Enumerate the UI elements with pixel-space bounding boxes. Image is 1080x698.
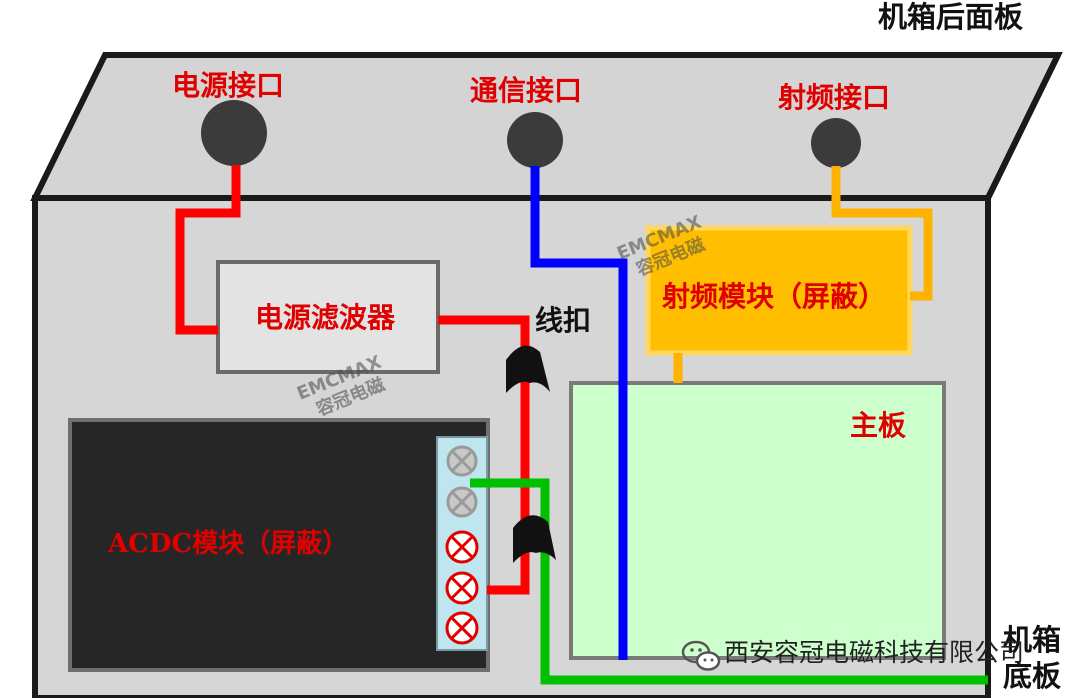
bottom-panel-label-line1: 机箱 bbox=[1003, 623, 1061, 657]
power-port-label: 电源接口 bbox=[172, 69, 284, 102]
comm-wire bbox=[530, 166, 628, 660]
power-wire-port-to-filter bbox=[175, 165, 241, 335]
terminal-screw-grey bbox=[446, 445, 478, 477]
comm-port-connector bbox=[507, 112, 563, 168]
main-board-label: 主板 bbox=[850, 409, 906, 442]
cable-clip-upper bbox=[506, 345, 550, 393]
rf-port-label: 射频接口 bbox=[777, 81, 890, 114]
terminal-screw-grey bbox=[446, 486, 478, 518]
comm-port-label: 通信接口 bbox=[470, 74, 582, 107]
terminal-screw-red bbox=[445, 530, 479, 564]
cable-clip-lower bbox=[513, 515, 556, 563]
ground-wire bbox=[470, 478, 988, 685]
rf-module-box bbox=[645, 225, 913, 356]
terminal-screw-red bbox=[445, 571, 479, 605]
power-port-connector bbox=[201, 100, 267, 166]
main-board-box bbox=[569, 381, 946, 660]
acdc-module-label: ACDC模块（屏蔽） bbox=[107, 529, 348, 559]
rf-wire bbox=[831, 166, 933, 301]
power-filter-box bbox=[216, 260, 440, 374]
power-wire-filter-to-acdc bbox=[438, 315, 530, 595]
power-filter-label: 电源滤波器 bbox=[255, 301, 396, 334]
acdc-module-box bbox=[68, 418, 490, 672]
cable-clip-label: 线扣 bbox=[535, 304, 591, 337]
bottom-panel-label-line2: 底板 bbox=[1003, 659, 1062, 693]
rear-panel-label: 机箱后面板 bbox=[878, 0, 1024, 34]
rf-module-label: 射频模块（屏蔽） bbox=[661, 280, 886, 313]
rf-port-connector bbox=[811, 118, 861, 168]
footer-account-name: 西安容冠电磁科技有限公司 bbox=[724, 638, 1024, 667]
terminal-screw-red bbox=[445, 611, 479, 645]
wechat-icon bbox=[681, 640, 721, 671]
